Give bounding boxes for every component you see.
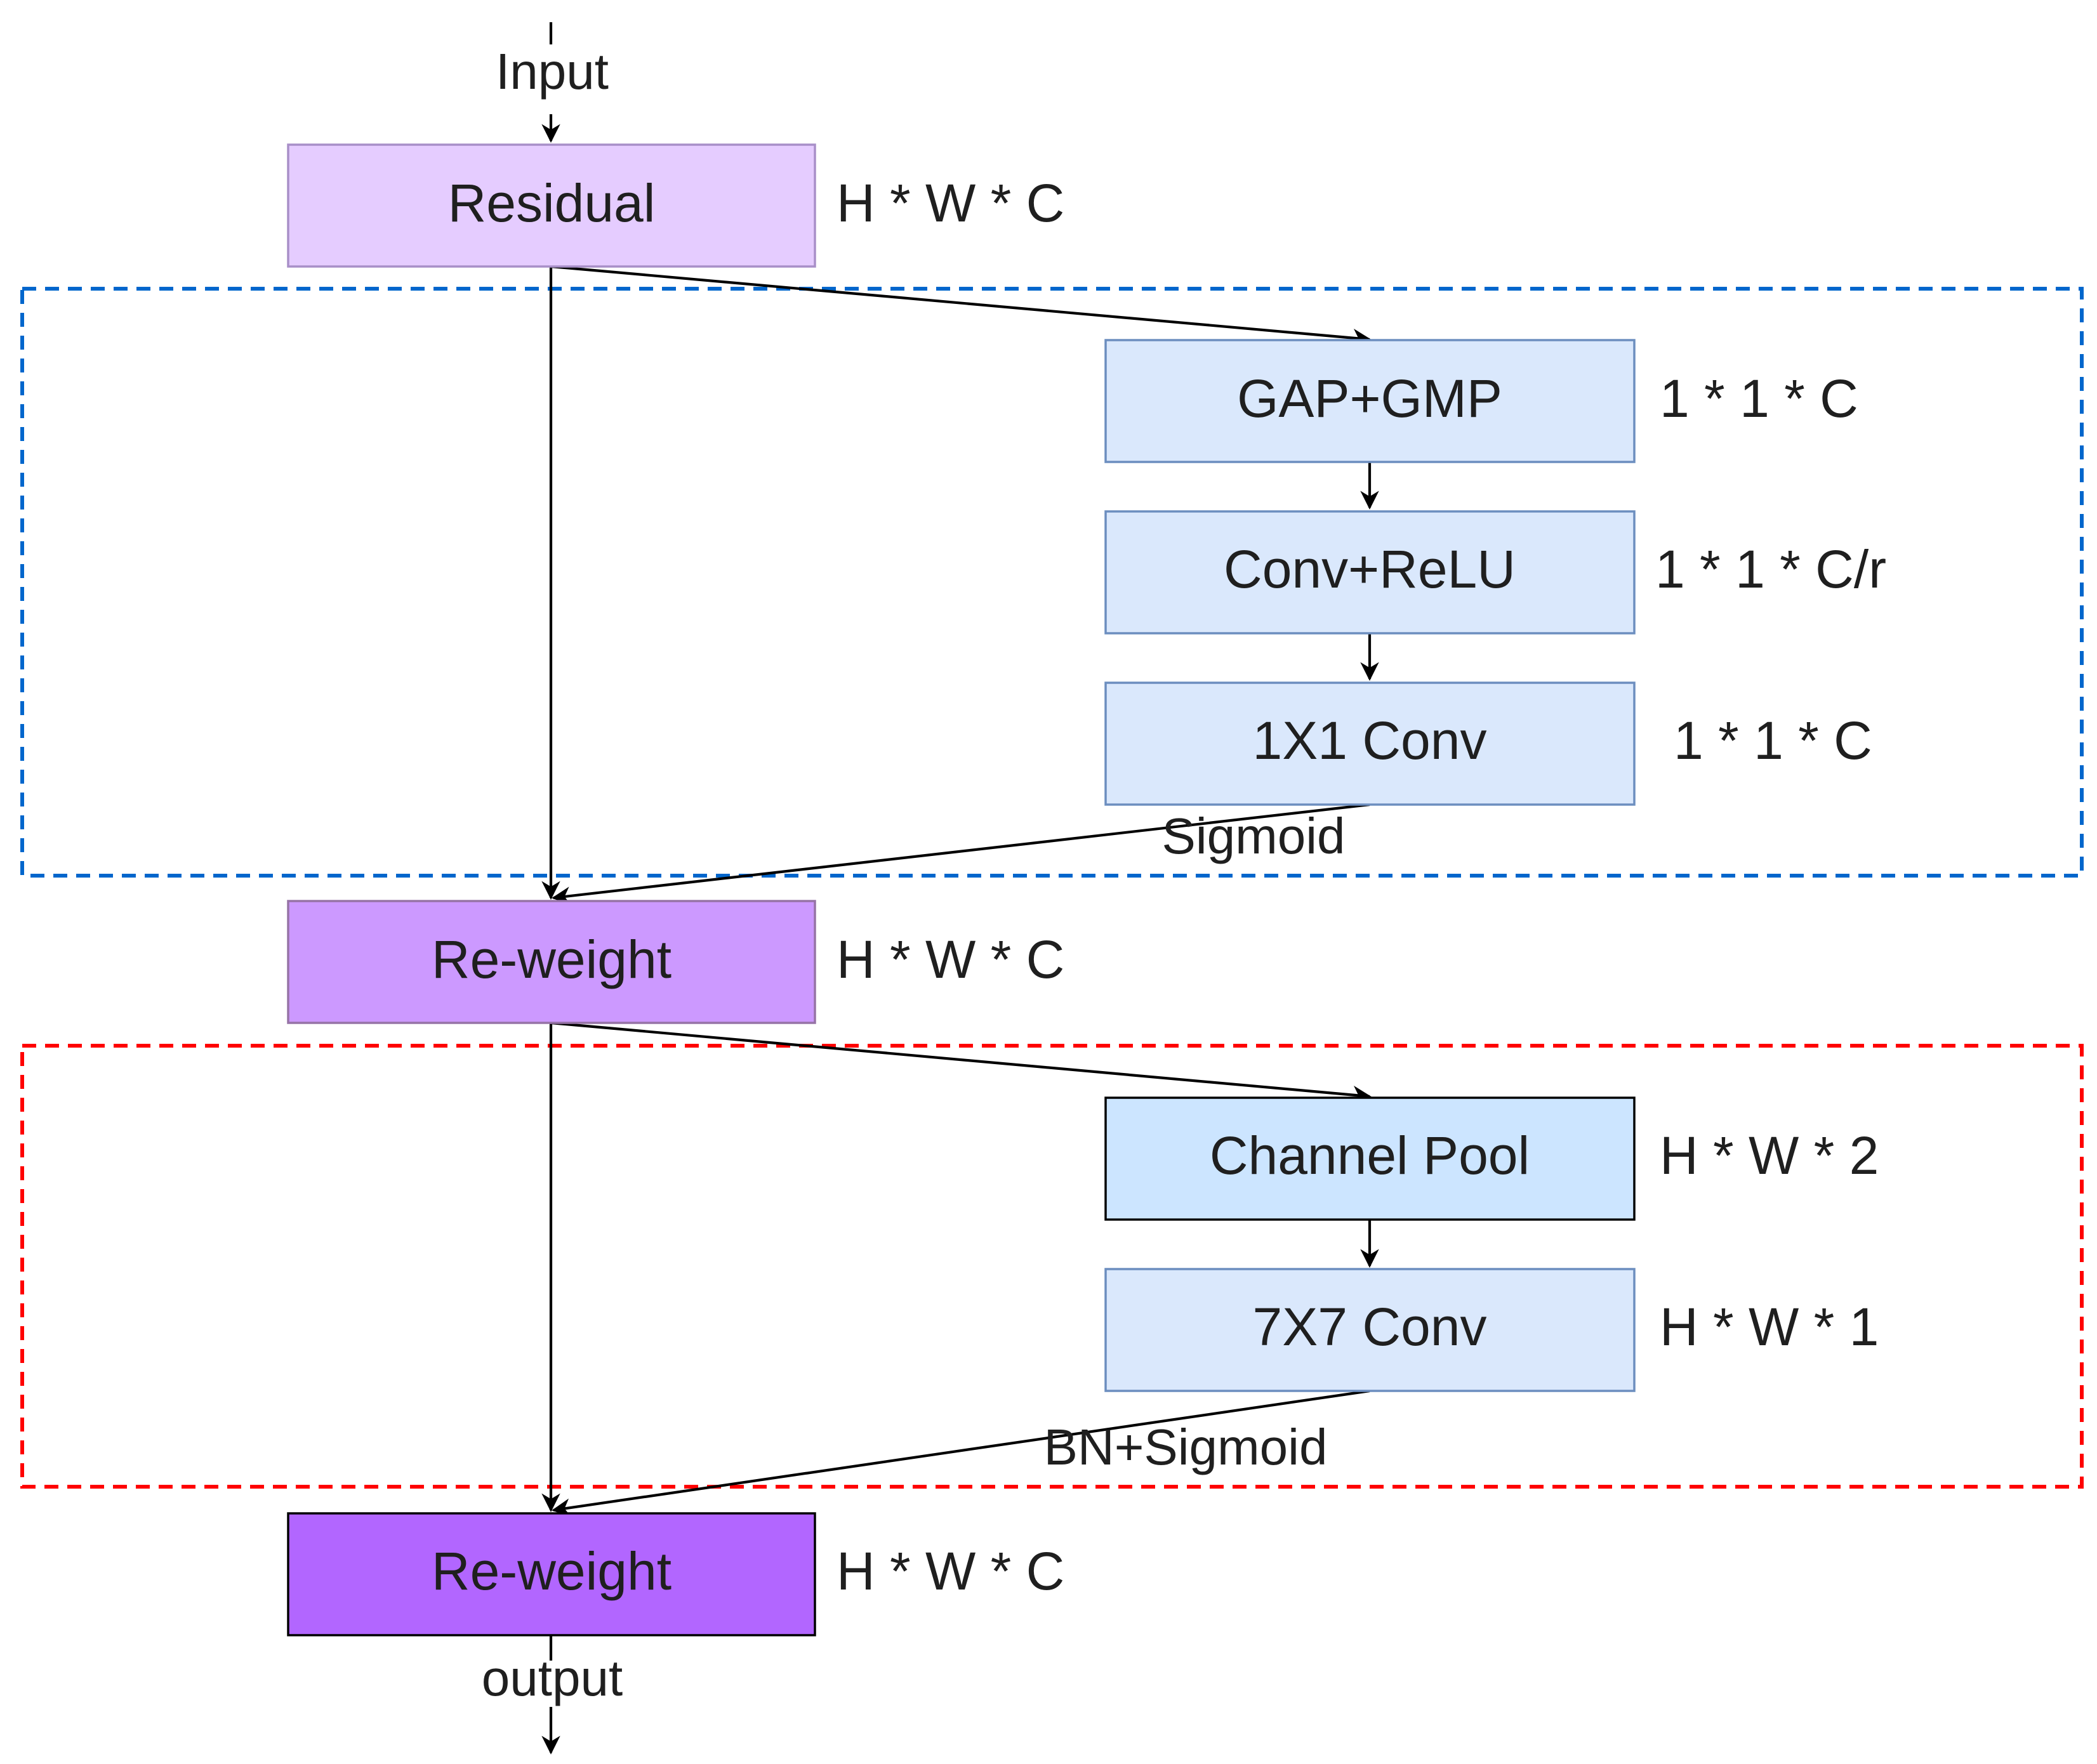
residual-label: Residual bbox=[448, 173, 656, 233]
reweight-2-node: Re-weight bbox=[287, 1512, 816, 1636]
edge-reweight-1-to-channel-pool bbox=[550, 1021, 1372, 1105]
conv-1x1-dims: 1 * 1 * C bbox=[1674, 711, 1872, 770]
edge-residual-to-gap-gmp bbox=[550, 265, 1372, 348]
edge-conv-7x7-to-reweight-2 bbox=[552, 1389, 1370, 1517]
output-label: output bbox=[482, 1650, 623, 1706]
channel-pool-node: Channel Pool bbox=[1104, 1096, 1636, 1221]
gap-gmp-node: GAP+GMP bbox=[1104, 339, 1636, 463]
conv-7x7-dims: H * W * 1 bbox=[1660, 1297, 1879, 1357]
reweight-2-label: Re-weight bbox=[432, 1541, 671, 1601]
conv-relu-label: Conv+ReLU bbox=[1224, 539, 1516, 599]
reweight-1-dims: H * W * C bbox=[837, 930, 1064, 989]
channel-attention-group bbox=[20, 287, 2084, 878]
conv-1x1-label: 1X1 Conv bbox=[1253, 711, 1487, 770]
conv-relu-node: Conv+ReLU bbox=[1104, 510, 1636, 635]
bn-sigmoid-edge-label: BN+Sigmoid bbox=[1044, 1419, 1328, 1475]
channel-pool-label: Channel Pool bbox=[1210, 1126, 1530, 1185]
conv-1x1-node: 1X1 Conv bbox=[1104, 681, 1636, 806]
reweight-2-dims: H * W * C bbox=[837, 1541, 1064, 1601]
residual-dims: H * W * C bbox=[837, 173, 1064, 233]
spatial-attention-group bbox=[20, 1044, 2084, 1489]
conv-relu-dims: 1 * 1 * C/r bbox=[1655, 539, 1886, 599]
residual-node: Residual bbox=[287, 143, 816, 268]
reweight-1-node: Re-weight bbox=[287, 900, 816, 1024]
edge-conv-1x1-to-reweight-1 bbox=[552, 803, 1370, 905]
gap-gmp-label: GAP+GMP bbox=[1237, 369, 1502, 428]
sigmoid-edge-label: Sigmoid bbox=[1161, 808, 1345, 864]
channel-pool-dims: H * W * 2 bbox=[1660, 1126, 1879, 1185]
reweight-1-label: Re-weight bbox=[432, 930, 671, 989]
input-label: Input bbox=[496, 43, 609, 100]
gap-gmp-dims: 1 * 1 * C bbox=[1660, 369, 1858, 428]
conv-7x7-node: 7X7 Conv bbox=[1104, 1268, 1636, 1392]
conv-7x7-label: 7X7 Conv bbox=[1253, 1297, 1487, 1357]
